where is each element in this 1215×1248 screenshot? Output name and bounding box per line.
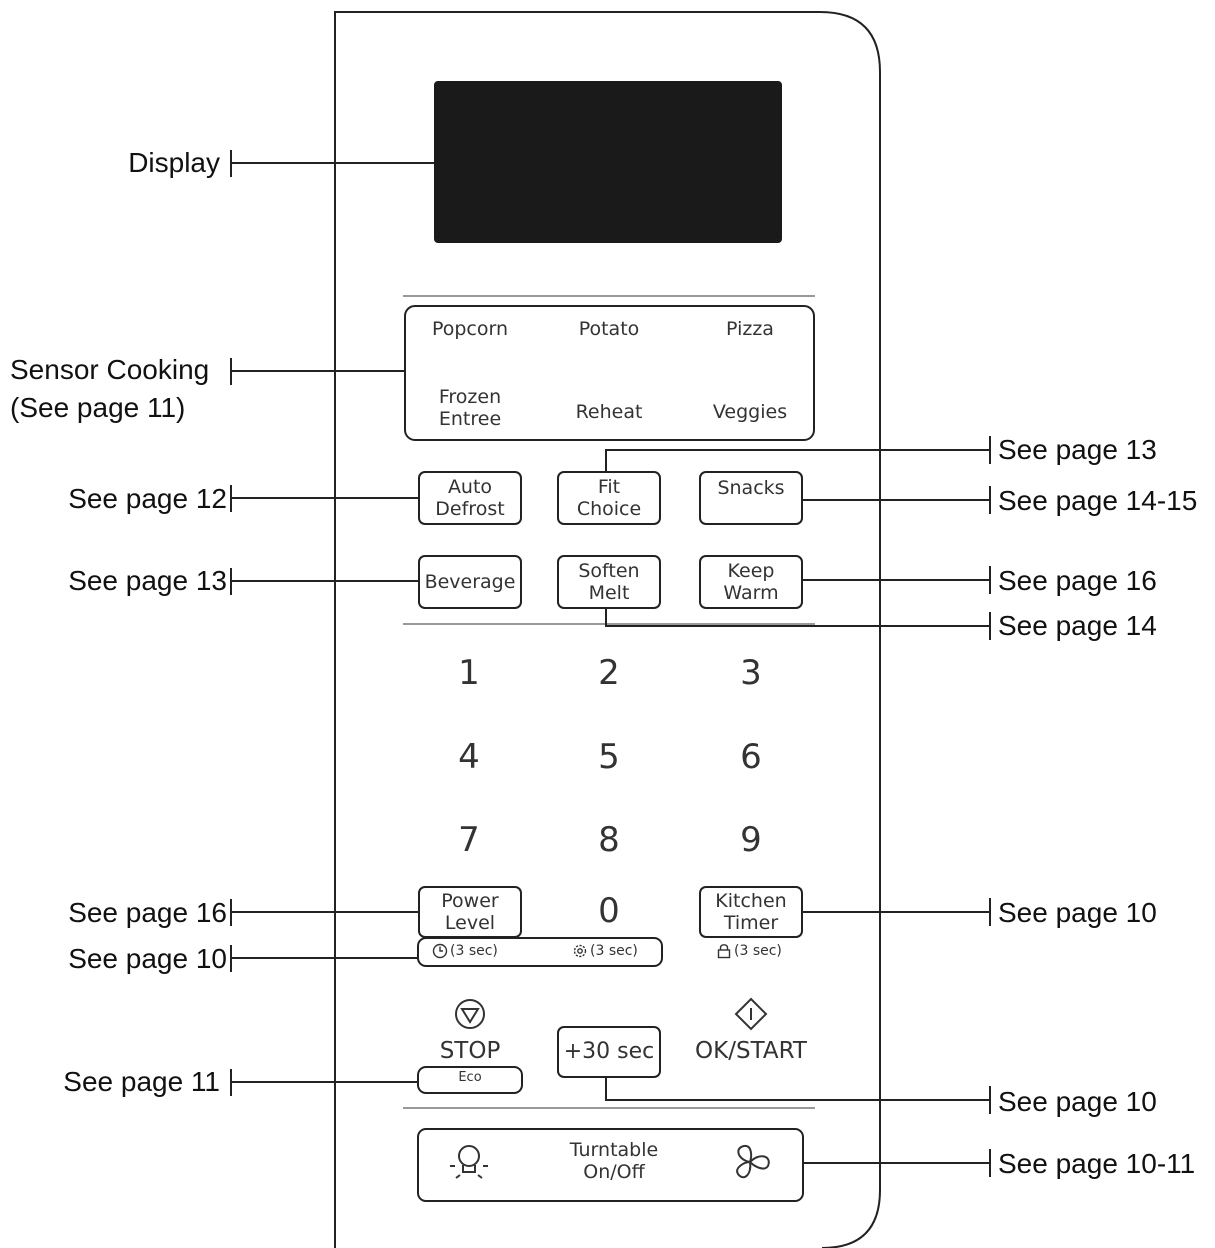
lock-icon	[717, 944, 731, 959]
sensor-frozen-entree[interactable]: Frozen Entree	[400, 386, 540, 430]
soften-melt-button[interactable]: Soften Melt	[557, 555, 661, 609]
fit-choice-line1: Fit	[597, 476, 621, 498]
annotation-auto-defrost: See page 12	[68, 483, 227, 514]
snacks-button[interactable]: Snacks	[699, 471, 803, 525]
numpad-key-7[interactable]: 7	[458, 820, 480, 860]
annotation-beverage: See page 13	[68, 565, 227, 596]
keep-warm-button[interactable]: Keep Warm	[699, 555, 803, 609]
numpad-key-0[interactable]: 0	[598, 891, 620, 931]
plus30-label: +30 sec	[563, 1039, 655, 1064]
kitchen-timer-button[interactable]: Kitchen Timer	[699, 886, 803, 938]
start-diamond-icon	[734, 997, 768, 1031]
annotation-sensor-cooking-page: (See page 11)	[10, 392, 186, 423]
fit-choice-button[interactable]: Fit Choice	[557, 471, 661, 525]
beverage-button[interactable]: Beverage	[418, 555, 522, 609]
numpad-key-4[interactable]: 4	[458, 737, 480, 777]
lock-hold-hint: (3 sec)	[716, 943, 782, 959]
clock-icon	[432, 943, 448, 959]
annotation-stop: See page 11	[63, 1066, 220, 1097]
light-bulb-icon	[450, 1145, 488, 1179]
sensor-reheat[interactable]: Reheat	[575, 401, 643, 423]
stop-button[interactable]: STOP	[439, 1038, 501, 1064]
eco-pill	[417, 1066, 523, 1094]
annotation-sensor-cooking: Sensor Cooking	[10, 354, 210, 385]
sensor-frozen-entree-line1: Frozen	[438, 386, 502, 408]
soften-melt-line1: Soften	[578, 560, 640, 582]
bottom-bar-box	[417, 1128, 804, 1202]
power-level-line2: Level	[444, 912, 496, 934]
stop-triangle-icon	[455, 999, 485, 1029]
auto-defrost-button[interactable]: Auto Defrost	[418, 471, 522, 525]
left-leaders	[230, 150, 434, 1096]
plus30-button[interactable]: +30 sec	[557, 1026, 661, 1078]
sensor-potato[interactable]: Potato	[578, 318, 640, 340]
numpad-key-2[interactable]: 2	[598, 653, 620, 693]
auto-defrost-line1: Auto	[447, 476, 493, 498]
lock-hold-label: (3 sec)	[734, 943, 782, 959]
timer-row-pill	[417, 937, 663, 967]
clock-hold-label: (3 sec)	[450, 943, 498, 959]
annotation-kitchen-timer: See page 10	[998, 897, 1157, 928]
numpad-key-5[interactable]: 5	[598, 737, 620, 777]
snacks-label: Snacks	[717, 477, 785, 499]
numpad-key-8[interactable]: 8	[598, 820, 620, 860]
annotation-timer-row: See page 10	[68, 943, 227, 974]
eco-button[interactable]: Eco	[458, 1070, 482, 1085]
power-level-line1: Power	[441, 890, 499, 912]
clock-hold-hint: (3 sec)	[432, 943, 498, 959]
kitchen-timer-line2: Timer	[723, 912, 779, 934]
panel-outline	[334, 11, 881, 1248]
sensor-pizza[interactable]: Pizza	[726, 318, 774, 340]
numpad-key-3[interactable]: 3	[740, 653, 762, 693]
annotation-bottom-bar: See page 10-11	[998, 1148, 1196, 1179]
turntable-button[interactable]: Turntable On/Off	[544, 1139, 684, 1183]
display-screen	[434, 81, 782, 243]
annotation-display: Display	[128, 147, 220, 178]
sensor-cooking-box	[404, 305, 815, 441]
keep-warm-line2: Warm	[723, 582, 779, 604]
turntable-line1: Turntable	[569, 1139, 659, 1161]
sensor-popcorn[interactable]: Popcorn	[431, 318, 509, 340]
kitchen-timer-line1: Kitchen	[715, 890, 787, 912]
numpad-key-9[interactable]: 9	[740, 820, 762, 860]
sensor-frozen-entree-line2: Entree	[438, 408, 502, 430]
auto-defrost-line2: Defrost	[435, 498, 505, 520]
annotation-soften-melt: See page 14	[998, 610, 1157, 641]
annotation-snacks: See page 14-15	[998, 485, 1198, 516]
annotation-plus30: See page 10	[998, 1086, 1157, 1117]
turntable-line2: On/Off	[583, 1161, 645, 1183]
fit-choice-line2: Choice	[576, 498, 642, 520]
settings-hold-hint: (3 sec)	[572, 943, 638, 959]
keep-warm-line1: Keep	[727, 560, 775, 582]
right-leaders	[605, 436, 991, 1177]
annotation-fit-choice: See page 13	[998, 434, 1157, 465]
beverage-label: Beverage	[424, 571, 516, 593]
numpad-key-6[interactable]: 6	[740, 737, 762, 777]
sensor-veggies[interactable]: Veggies	[712, 401, 788, 423]
annotation-power-level: See page 16	[68, 897, 227, 928]
ok-start-button[interactable]: OK/START	[695, 1038, 807, 1064]
annotation-keep-warm: See page 16	[998, 565, 1157, 596]
power-level-button[interactable]: Power Level	[418, 886, 522, 938]
fan-icon	[736, 1144, 770, 1179]
settings-hold-label: (3 sec)	[590, 943, 638, 959]
numpad-key-1[interactable]: 1	[458, 653, 480, 693]
soften-melt-line2: Melt	[588, 582, 630, 604]
settings-gear-icon	[573, 944, 587, 958]
